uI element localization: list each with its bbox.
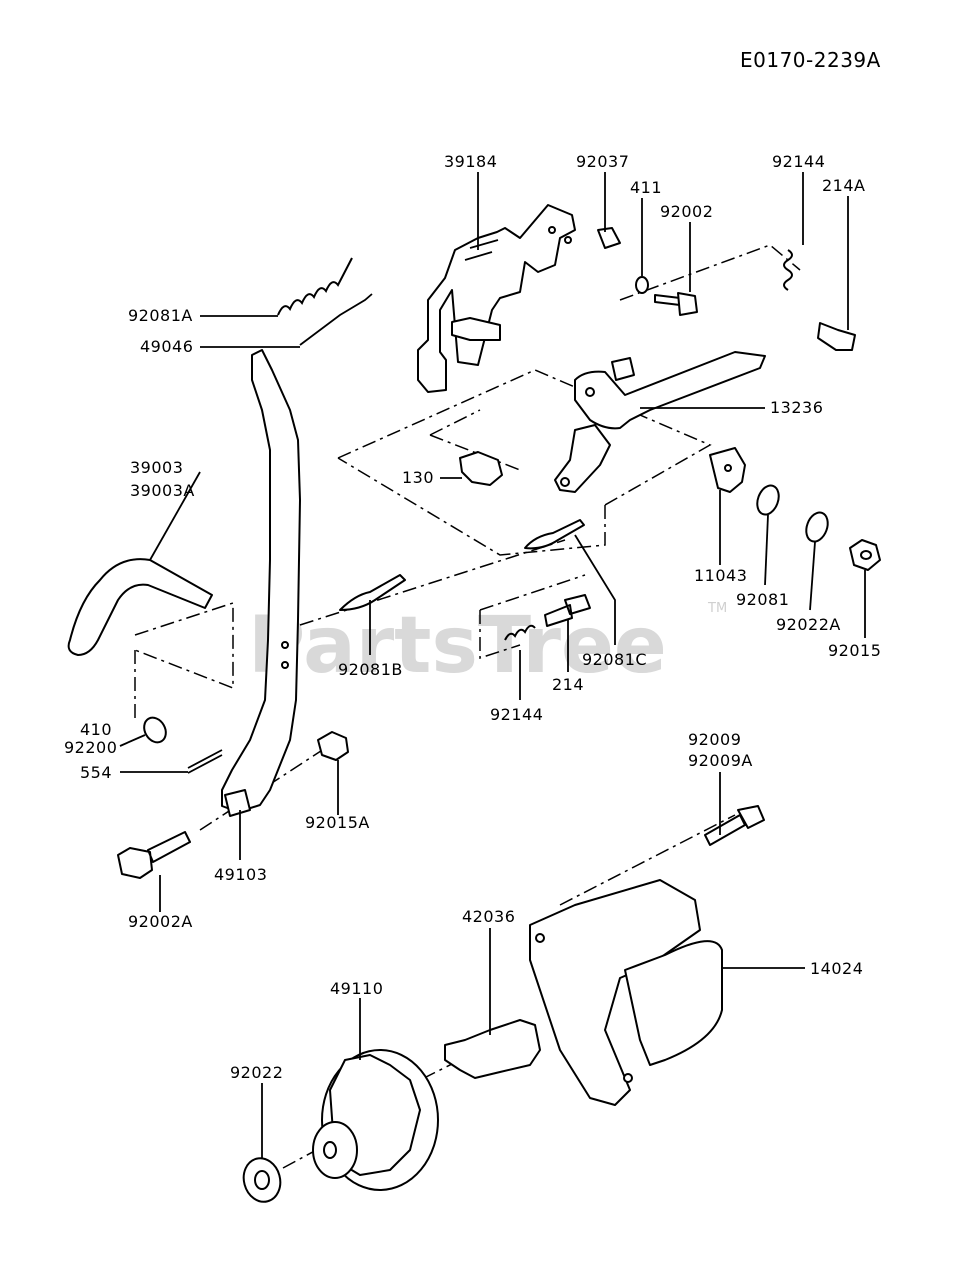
callout-39184: 39184 [444, 152, 497, 171]
callout-92081A: 92081A [128, 306, 193, 325]
callout-13236: 13236 [770, 398, 823, 417]
spring-92144-mid [504, 624, 536, 641]
governor-arm-lower [554, 424, 611, 493]
bolt-92009 [704, 805, 765, 846]
spring-92081A [277, 257, 353, 316]
callout-214: 214 [552, 675, 584, 694]
leader-lines [119, 172, 866, 1158]
throttle-handle-39003 [67, 558, 213, 656]
pin-554 [187, 749, 223, 774]
callout-411: 411 [630, 178, 662, 197]
callout-92015A: 92015A [305, 813, 370, 832]
callout-92022A: 92022A [776, 615, 841, 634]
callout-49110: 49110 [330, 979, 383, 998]
callout-39003: 39003 [130, 458, 183, 477]
callout-11043: 11043 [694, 566, 747, 585]
callout-130: 130 [402, 468, 434, 487]
watermark: PartsTree [248, 601, 667, 691]
control-lever-49103 [221, 349, 301, 817]
gear-49110 [312, 1049, 439, 1191]
nut-92015A [317, 731, 349, 761]
bolt-92002A [117, 831, 191, 879]
callout-49103: 49103 [214, 865, 267, 884]
washer-92200 [143, 716, 167, 744]
assembly-frame-214 [479, 574, 586, 660]
governor-bracket-39184 [417, 204, 576, 393]
callout-410: 410 [80, 720, 112, 739]
callout-92009: 92009 [688, 730, 741, 749]
shaft-42036 [444, 1019, 541, 1079]
spring-92081C [524, 519, 585, 550]
washer-hole [254, 1170, 270, 1190]
bolt-214 [544, 594, 591, 627]
trademark: TM [707, 601, 727, 616]
lever-13236 [574, 351, 766, 430]
callout-92022: 92022 [230, 1063, 283, 1082]
clip-92037 [597, 227, 621, 249]
link-49046 [299, 293, 373, 346]
callout-92081: 92081 [736, 590, 789, 609]
cover-14024 [529, 879, 723, 1106]
assembly-frame-39003 [134, 601, 234, 718]
washer-92022A [805, 511, 829, 543]
callout-92081C: 92081C [582, 650, 647, 669]
callout-92144-mid: 92144 [490, 705, 543, 724]
callout-92009A: 92009A [688, 751, 753, 770]
callout-92002A: 92002A [128, 912, 193, 931]
bolt-214A [817, 322, 856, 351]
bolt-92002 [654, 292, 698, 316]
washer-92081 [756, 484, 780, 516]
spring-92144-top [783, 249, 793, 291]
callout-92081B: 92081B [338, 660, 403, 679]
centerline-bolt [559, 814, 736, 906]
centerline-pivot [199, 744, 331, 831]
callout-554: 554 [80, 763, 112, 782]
callout-labels: 39184 92037 411 92002 92144 214A 92081A … [64, 152, 881, 1082]
washer-411 [635, 276, 649, 294]
callout-42036: 42036 [462, 907, 515, 926]
callout-92200: 92200 [64, 738, 117, 757]
callout-214A: 214A [822, 176, 865, 195]
callout-92015: 92015 [828, 641, 881, 660]
diagram-code: E0170-2239A [740, 48, 881, 72]
callout-49046: 49046 [140, 337, 193, 356]
plate-hole [724, 464, 732, 472]
spring-92081B [339, 574, 406, 611]
bolt-130 [459, 451, 503, 486]
centerline-92144 [619, 244, 801, 301]
callout-92002: 92002 [660, 202, 713, 221]
callout-92144-top: 92144 [772, 152, 825, 171]
nut-hole [860, 550, 872, 560]
callout-14024: 14024 [810, 959, 863, 978]
callout-39003A: 39003A [130, 481, 195, 500]
callout-92037: 92037 [576, 152, 629, 171]
